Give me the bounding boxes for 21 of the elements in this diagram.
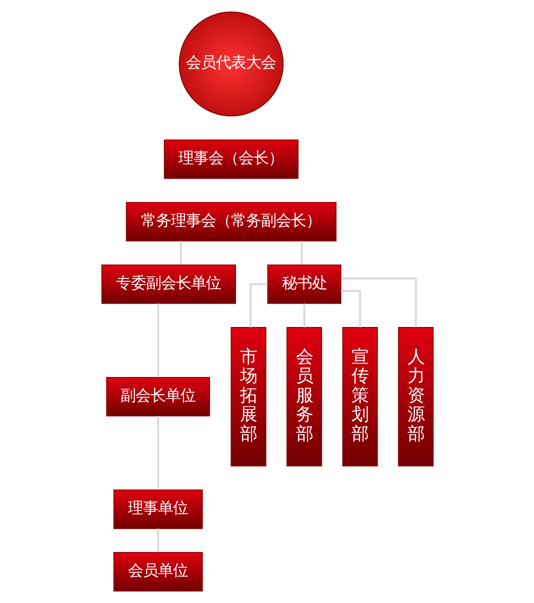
connector (340, 290, 361, 328)
connector (249, 283, 268, 328)
node-circle: 会员代表大会 (178, 12, 284, 116)
node-box: 专委副会长单位 (100, 264, 236, 304)
connector (156, 416, 159, 490)
connector (302, 304, 305, 328)
node-box: 秘书处 (266, 264, 341, 304)
node-box: 人力资源部 (398, 326, 434, 466)
node-box: 会员单位 (112, 552, 202, 592)
node-box: 市场拓展部 (230, 326, 266, 466)
connector (179, 241, 182, 265)
connector (156, 304, 159, 378)
node-box: 会员服务部 (286, 326, 322, 466)
node-box: 宣传策划部 (342, 326, 378, 466)
connector (300, 241, 302, 265)
node-box: 副会长单位 (106, 377, 210, 416)
connector (156, 528, 159, 552)
connector (340, 277, 416, 328)
node-box: 理事单位 (112, 490, 202, 529)
node-box: 常务理事会（常务副会长） (125, 202, 336, 242)
node-box: 理事会（会长） (163, 139, 298, 179)
